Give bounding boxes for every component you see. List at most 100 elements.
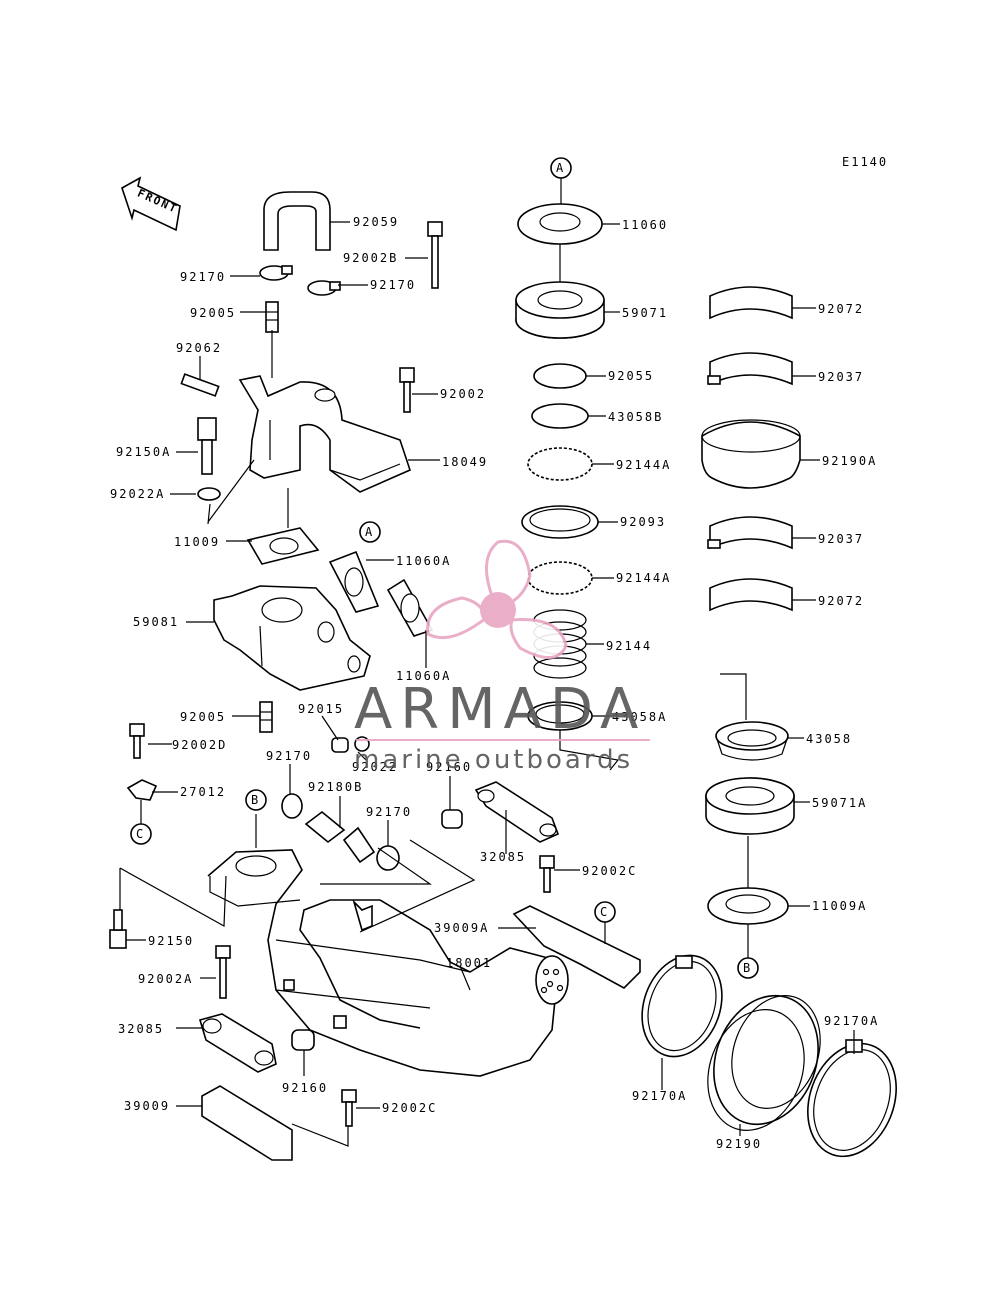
label-92180b: 92180B: [308, 780, 363, 794]
clamp-92170-right: [307, 280, 341, 296]
bolt-92002a: [215, 945, 231, 999]
label-92002c-bottom: 92002C: [382, 1101, 437, 1115]
label-92160-top: 92160: [426, 760, 472, 774]
housing-59071a: [705, 777, 795, 835]
label-11060a-top: 11060A: [396, 554, 451, 568]
watermark-tagline: marine outboards: [354, 745, 633, 775]
ref-c-right: C: [594, 901, 616, 923]
label-59081: 59081: [133, 615, 179, 629]
label-59071: 59071: [622, 306, 668, 320]
propeller-logo-icon: [426, 539, 568, 659]
clamp-92170-mid: [281, 793, 303, 819]
nipple-92005-top: [265, 301, 279, 333]
label-92022a: 92022A: [110, 487, 165, 501]
spring-92144a-bottom: [527, 561, 593, 595]
band-92072-bottom: [709, 578, 793, 612]
ref-b-right: B: [737, 957, 759, 979]
label-92093: 92093: [620, 515, 666, 529]
watermark: ARMADA marine outboards: [354, 539, 650, 775]
bellows-92190: [707, 994, 821, 1131]
ring-43058b: [531, 403, 589, 429]
label-92144a-top: 92144A: [616, 458, 671, 472]
label-92144: 92144: [606, 639, 652, 653]
label-92059: 92059: [353, 215, 399, 229]
part-labels: 92059 92002B 92170 92170 92005 92062 920…: [110, 215, 877, 1151]
bolt-92002b: [427, 221, 443, 289]
plate-11009a: [707, 887, 789, 925]
bracket-39009: [201, 1085, 293, 1161]
collar-92160-bottom: [291, 1029, 315, 1051]
elbow-18049: [238, 375, 411, 493]
spring-92144a-top: [527, 447, 593, 481]
label-92002a: 92002A: [138, 972, 193, 986]
svg-text:B: B: [251, 793, 260, 807]
bolt-92002c-bottom: [341, 1089, 357, 1127]
label-92150: 92150: [148, 934, 194, 948]
label-11009a: 11009A: [812, 899, 867, 913]
label-11009: 11009: [174, 535, 220, 549]
label-92005-top: 92005: [190, 306, 236, 320]
pin-92062: [180, 373, 220, 397]
nipple-92005-bottom: [259, 701, 273, 733]
collar-92160-top: [441, 809, 463, 829]
svg-text:B: B: [743, 961, 752, 975]
arm-32085-bottom: [198, 1013, 277, 1073]
hose-92180b: [304, 810, 376, 864]
svg-text:C: C: [136, 827, 145, 841]
gasket-11060a-top: [328, 550, 380, 613]
svg-text:A: A: [365, 525, 374, 539]
gasket-11009: [246, 527, 320, 565]
ref-a-left: A: [359, 521, 381, 543]
ref-b-left: B: [245, 789, 267, 811]
ring-43058: [715, 721, 789, 761]
label-92190a: 92190A: [822, 454, 877, 468]
ref-c-left: C: [130, 823, 152, 845]
label-92022: 92022: [352, 760, 398, 774]
gasket-11060a-bottom: [386, 578, 434, 637]
label-92015: 92015: [298, 702, 344, 716]
label-92072-bottom: 92072: [818, 594, 864, 608]
bolt-92002d: [129, 723, 145, 759]
clamp-92170a-left: [641, 954, 723, 1058]
muffler-18001: [207, 849, 569, 1077]
label-43058b: 43058B: [608, 410, 663, 424]
arm-32085-top: [474, 781, 560, 843]
band-92072-top: [709, 286, 793, 320]
manifold-59081: [213, 585, 371, 691]
bolt-92150: [109, 909, 127, 949]
hose-92059: [263, 191, 331, 251]
label-39009a: 39009A: [434, 921, 489, 935]
bellows-92190a: [701, 419, 801, 489]
band-92037-bottom: [707, 516, 793, 550]
ring-43058a: [527, 701, 593, 731]
label-92002c-top: 92002C: [582, 864, 637, 878]
plate-11060: [517, 203, 603, 245]
svg-text:A: A: [556, 161, 565, 175]
o-ring-92055: [533, 363, 587, 389]
label-59071a: 59071A: [812, 796, 867, 810]
label-92160-bottom: 92160: [282, 1081, 328, 1095]
label-92170-mid: 92170: [266, 749, 312, 763]
clamp-92170a-right: [807, 1039, 897, 1158]
label-92062: 92062: [176, 341, 222, 355]
ring-92093: [521, 505, 599, 539]
label-92190: 92190: [716, 1137, 762, 1151]
label-43058a: 43058A: [612, 710, 667, 724]
label-32085-bottom: 32085: [118, 1022, 164, 1036]
label-92002: 92002: [440, 387, 486, 401]
label-92037-bottom: 92037: [818, 532, 864, 546]
ref-a-top: A: [550, 157, 572, 179]
label-18001: 18001: [446, 956, 492, 970]
label-92002d: 92002D: [172, 738, 227, 752]
housing-59071: [515, 281, 605, 339]
label-92037-top: 92037: [818, 370, 864, 384]
label-92005-bottom: 92005: [180, 710, 226, 724]
svg-text:C: C: [600, 905, 609, 919]
label-11060: 11060: [622, 218, 668, 232]
washer-92022a: [197, 487, 221, 501]
cap-92015: [331, 737, 349, 753]
label-39009: 39009: [124, 1099, 170, 1113]
label-32085-top: 32085: [480, 850, 526, 864]
